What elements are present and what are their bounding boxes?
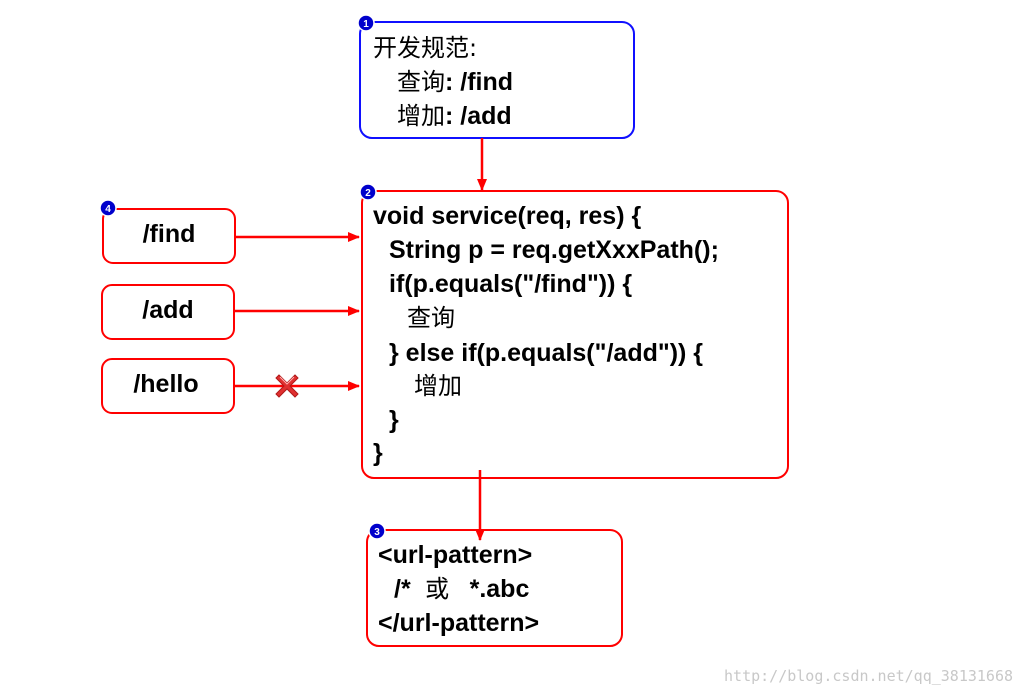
spec-find-line: 查询: /find [397, 68, 513, 96]
spec-add-path: : /add [445, 102, 512, 130]
request-box-hello: /hello [101, 358, 235, 414]
badge-4-icon: 4 [99, 199, 117, 217]
pattern-wildcard: /* [394, 575, 411, 603]
url-pattern-close: </url-pattern> [378, 609, 539, 637]
request-box-add: /add [101, 284, 235, 340]
code-line-4: 查询 [407, 304, 455, 332]
code-line-7: } [389, 406, 399, 434]
url-pattern-box: <url-pattern> /* 或 *.abc </url-pattern> [366, 529, 623, 647]
badge-2-icon: 2 [359, 183, 377, 201]
pattern-extension: *.abc [470, 575, 530, 603]
code-line-3: if(p.equals("/find")) { [389, 270, 632, 298]
url-pattern-open: <url-pattern> [378, 541, 532, 569]
spec-title: 开发规范: [373, 34, 477, 62]
request-hello-label: /hello [133, 370, 198, 398]
badge-2-label: 2 [365, 188, 371, 199]
watermark-text: http://blog.csdn.net/qq_38131668 [724, 667, 1013, 685]
spec-add-line: 增加: /add [397, 102, 512, 130]
spec-find-path: : /find [445, 68, 513, 96]
request-find-label: /find [143, 220, 196, 248]
badge-1-label: 1 [363, 19, 369, 30]
spec-box: 开发规范: 查询: /find 增加: /add [359, 21, 635, 139]
code-line-5: } else if(p.equals("/add")) { [389, 339, 703, 367]
service-code-box: void service(req, res) { String p = req.… [361, 190, 789, 479]
request-add-label: /add [142, 296, 193, 324]
badge-3-label: 3 [374, 527, 380, 538]
badge-1-icon: 1 [357, 14, 375, 32]
request-box-find: /find [102, 208, 236, 264]
pattern-or: 或 [425, 575, 449, 603]
code-line-2: String p = req.getXxxPath(); [389, 236, 719, 264]
badge-3-icon: 3 [368, 522, 386, 540]
spec-add-label: 增加 [397, 102, 445, 130]
badge-4-label: 4 [105, 204, 111, 215]
spec-find-label: 查询 [397, 68, 445, 96]
code-line-8: } [373, 439, 383, 467]
x-mark-icon [275, 374, 299, 398]
code-line-6: 增加 [414, 372, 462, 400]
code-line-1: void service(req, res) { [373, 202, 641, 230]
url-pattern-values: /* 或 *.abc [394, 575, 529, 603]
